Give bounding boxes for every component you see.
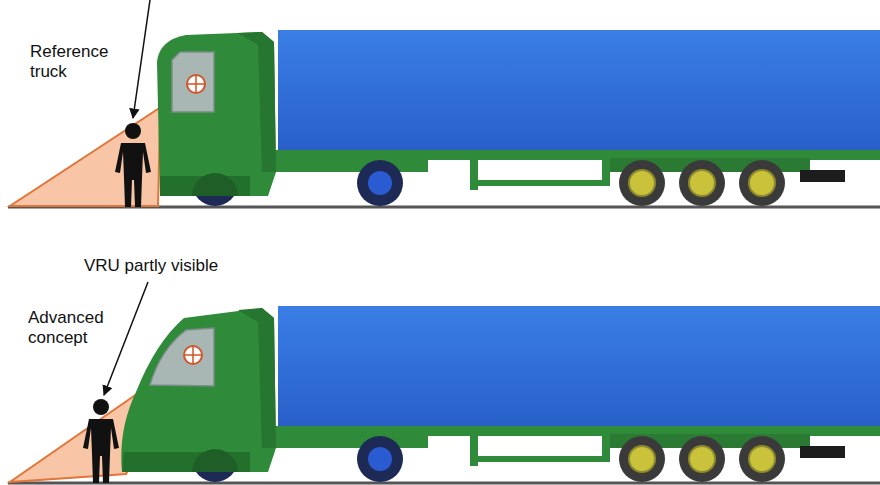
ground-line	[8, 482, 880, 485]
callout-label: Reference truck	[30, 42, 110, 82]
truck-cab	[157, 32, 276, 196]
leader-arrow	[104, 282, 148, 395]
callout-label: VRU partly visible	[84, 256, 284, 276]
truck-rig	[192, 30, 880, 206]
pedestrian	[115, 123, 151, 207]
eye-point	[184, 346, 202, 364]
eye-crosshair	[184, 346, 202, 364]
eye-crosshair	[187, 75, 205, 93]
wheel-arch	[192, 449, 238, 472]
cab-side	[238, 32, 276, 172]
cab-window	[150, 328, 214, 386]
eye-point	[187, 75, 205, 93]
cab-side	[238, 308, 276, 448]
truck-rig	[192, 306, 880, 482]
callout-label: Advanced concept	[28, 308, 112, 348]
pedestrian	[83, 399, 119, 483]
leader-arrow	[133, 0, 150, 118]
cab-window	[172, 52, 214, 112]
wheel-arch	[192, 173, 238, 196]
truck-cab	[121, 308, 276, 472]
